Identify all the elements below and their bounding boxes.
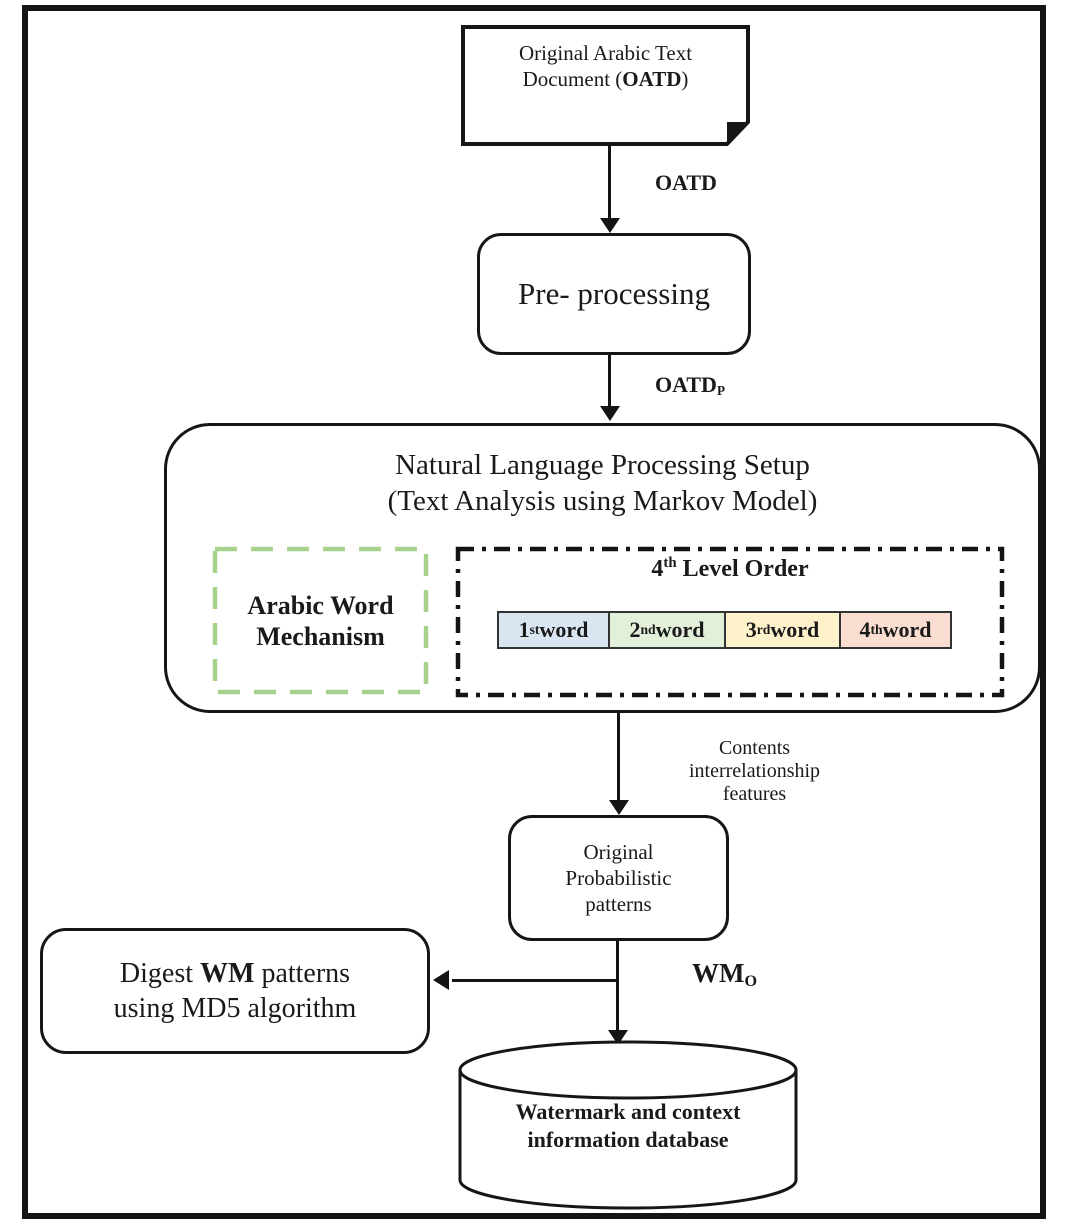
nlp-setup-box [164, 423, 1041, 713]
arrow-digest-line [452, 979, 618, 982]
arrow-oatdp-head-icon [600, 406, 620, 421]
nlp-setup-title: Natural Language Processing Setup (Text … [164, 447, 1041, 519]
arrow-oatd-line [608, 146, 611, 220]
arabic-word-line1: Arabic Word [247, 590, 394, 620]
oatd-document-line1: Original Arabic Text [518, 41, 693, 65]
arrow-contents-head-icon [609, 800, 629, 815]
document-shape [461, 25, 750, 146]
nlp-title-line1: Natural Language Processing Setup [395, 449, 810, 481]
oatd-document-label: Original Arabic Text Document (OATD) [461, 40, 750, 92]
probabilistic-line2: Probabilistic [565, 866, 672, 890]
database-line2: information database [527, 1127, 729, 1152]
arrow-contents-line [617, 713, 620, 802]
nlp-title-line2: (Text Analysis using Markov Model) [387, 485, 818, 517]
digest-line2: using MD5 algorithm [113, 993, 357, 1024]
probabilistic-line3: patterns [585, 892, 652, 916]
database-cylinder-shape [458, 1040, 798, 1210]
folded-corner-icon [727, 122, 748, 144]
level-order-border [455, 546, 1005, 698]
probabilistic-line1: Original [583, 840, 654, 864]
digest-md5-box: Digest WM patterns using MD5 algorithm [40, 928, 430, 1054]
preprocessing-label: Pre- processing [518, 276, 710, 311]
probabilistic-patterns-box: Original Probabilistic patterns [508, 815, 729, 941]
edge-label-oatdp: OATDP [655, 372, 725, 398]
arabic-word-line2: Mechanism [256, 621, 385, 651]
arabic-word-mechanism-label: Arabic Word Mechanism [212, 546, 429, 695]
digest-line1: Digest WM patterns [119, 958, 351, 989]
arrow-oatdp-line [608, 355, 611, 407]
edge-label-oatd: OATD [655, 170, 717, 195]
arrow-oatd-head-icon [600, 218, 620, 233]
edge-label-wmo: WMO [692, 958, 758, 990]
oatd-document-line2: Document (OATD) [522, 67, 689, 91]
arrow-digest-head-icon [433, 970, 449, 990]
preprocessing-box: Pre- processing [477, 233, 751, 355]
level-order-title: 4th Level Order [651, 555, 809, 582]
database-label: Watermark and context information databa… [456, 1098, 800, 1154]
arrow-wmo-line [616, 941, 619, 1032]
edge-label-contents: Contents interrelationship features [688, 737, 821, 805]
database-line1: Watermark and context [515, 1099, 741, 1124]
